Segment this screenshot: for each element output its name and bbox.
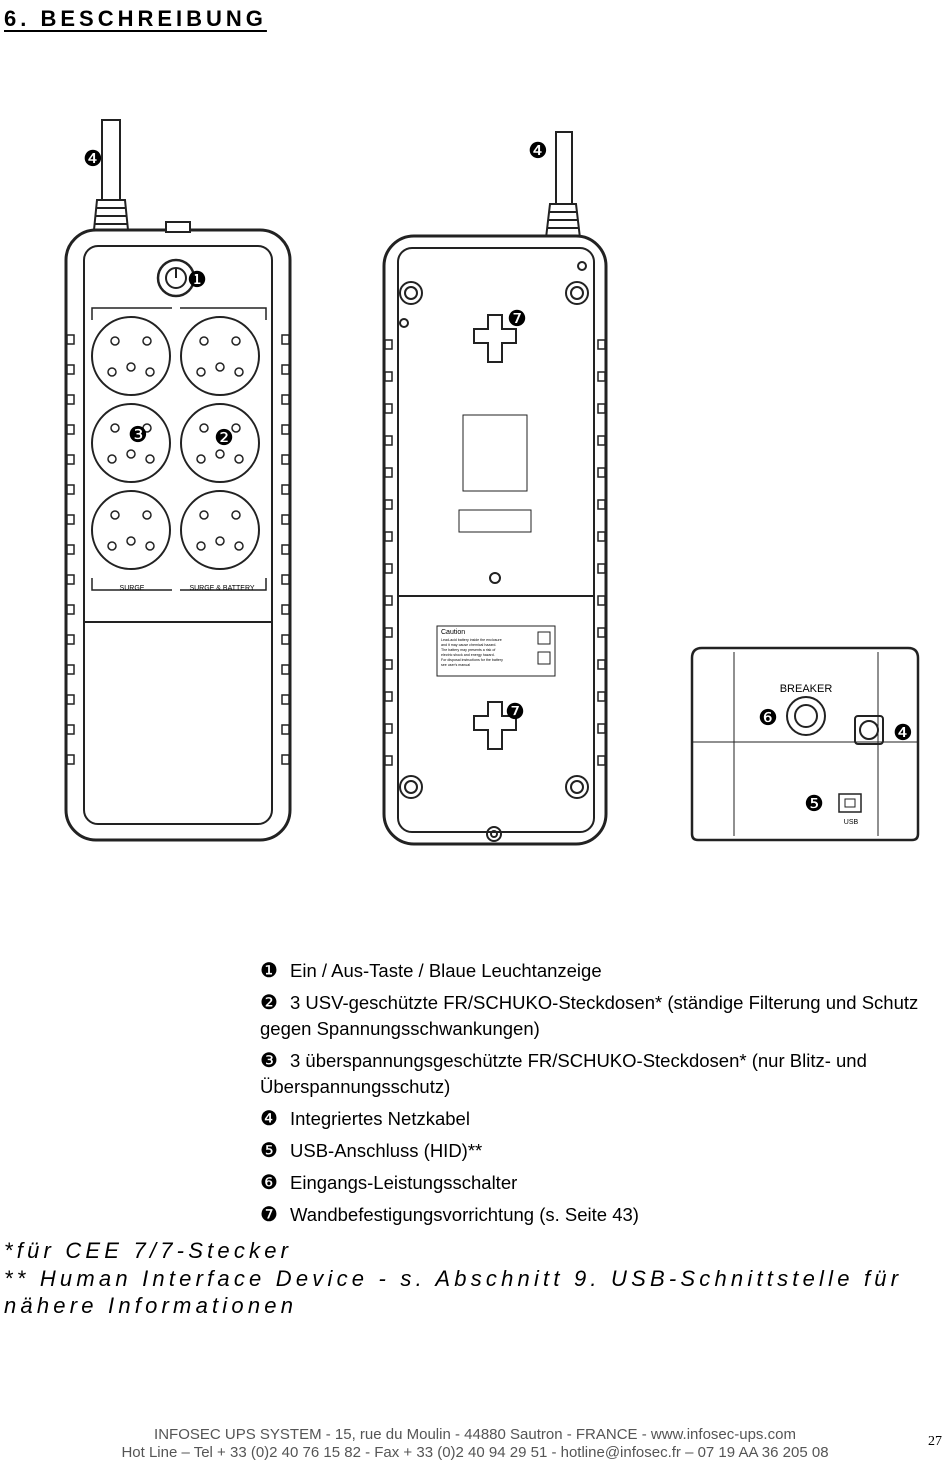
legend-number: ❼: [260, 1201, 278, 1226]
caution-line: and it may cause chemical hazard.: [441, 643, 496, 647]
marker-1: ❶: [187, 268, 207, 293]
legend-number: ❹: [260, 1105, 278, 1130]
breaker-label: BREAKER: [780, 683, 833, 695]
marker-5: ❺: [804, 792, 824, 817]
legend-number: ❶: [260, 958, 278, 982]
footer-contact: Hot Line – Tel + 33 (0)2 40 76 15 82 - F…: [121, 1444, 829, 1461]
footnote-hid: ** Human Interface Device - s. Abschnitt…: [4, 1265, 903, 1319]
socket-grid: [91, 316, 260, 570]
legend-number: ❺: [260, 1137, 278, 1162]
page-number: 27: [928, 1434, 942, 1449]
footnote-plug: *für CEE 7/7-Stecker: [4, 1238, 293, 1263]
side-view: [690, 646, 920, 842]
section-heading: 6. BESCHREIBUNG: [4, 6, 267, 31]
marker-4-back: ❹: [528, 139, 548, 164]
caution-line: For disposal instructions for the batter…: [441, 658, 503, 662]
usb-label: USB: [844, 819, 859, 826]
footnotes: *für CEE 7/7-Stecker ** Human Interface …: [4, 1237, 944, 1320]
marker-4-front: ❹: [83, 147, 103, 172]
marker-6: ❻: [758, 706, 778, 731]
caution-line: see user's manual: [441, 663, 470, 667]
footer-address: INFOSEC UPS SYSTEM - 15, rue du Moulin -…: [154, 1426, 796, 1443]
legend-text: Integriertes Netzkabel: [290, 1107, 470, 1129]
legend-text: USB-Anschluss (HID)**: [290, 1139, 483, 1161]
legend-text: Wandbefestigungsvorrichtung (s. Seite 43…: [290, 1203, 639, 1225]
caution-line: The battery may presents a risk of: [441, 648, 495, 652]
caution-label: Caution Lead-acid battery inside the enc…: [441, 629, 503, 667]
legend-text: 3 USV-geschützte FR/SCHUKO-Steckdosen* (…: [260, 992, 919, 1039]
legend-text: 3 überspannungsgeschützte FR/SCHUKO-Stec…: [260, 1049, 867, 1097]
legend-text: Ein / Aus-Taste / Blaue Leuchtanzeige: [290, 960, 602, 981]
front-label-surge: SURGE: [120, 585, 145, 592]
legend-item: ❹ Integriertes Netzkabel: [260, 1104, 950, 1132]
caution-line: Lead-acid battery inside the enclosure: [441, 638, 502, 642]
caution-line: electric shock and energy hazard.: [441, 653, 495, 657]
marker-3: ❸: [128, 423, 148, 448]
marker-2: ❷: [214, 426, 234, 451]
legend-text: Eingangs-Leistungsschalter: [290, 1171, 518, 1193]
back-view: [382, 131, 608, 846]
legend-number: ❸: [260, 1047, 278, 1072]
front-view: [64, 119, 292, 842]
page-footer: INFOSEC UPS SYSTEM - 15, rue du Moulin -…: [0, 1426, 950, 1462]
legend-item: ❶ Ein / Aus-Taste / Blaue Leuchtanzeige: [260, 956, 950, 984]
marker-7-top: ❼: [507, 307, 527, 332]
product-illustration: SURGE SURGE & BATTERY: [64, 119, 920, 846]
legend-item: ❻ Eingangs-Leistungsschalter: [260, 1168, 950, 1196]
legend-item: ❺ USB-Anschluss (HID)**: [260, 1136, 950, 1164]
marker-4-side: ❹: [893, 721, 913, 746]
legend-number: ❻: [260, 1169, 278, 1194]
caution-title: Caution: [441, 629, 465, 636]
legend-number: ❷: [260, 990, 278, 1014]
front-label-surge-battery: SURGE & BATTERY: [189, 585, 254, 592]
legend-item: ❼ Wandbefestigungsvorrichtung (s. Seite 4…: [260, 1200, 950, 1228]
marker-7-bottom: ❼: [505, 700, 525, 725]
legend-list: ❶ Ein / Aus-Taste / Blaue Leuchtanzeige ❷…: [260, 956, 950, 1232]
